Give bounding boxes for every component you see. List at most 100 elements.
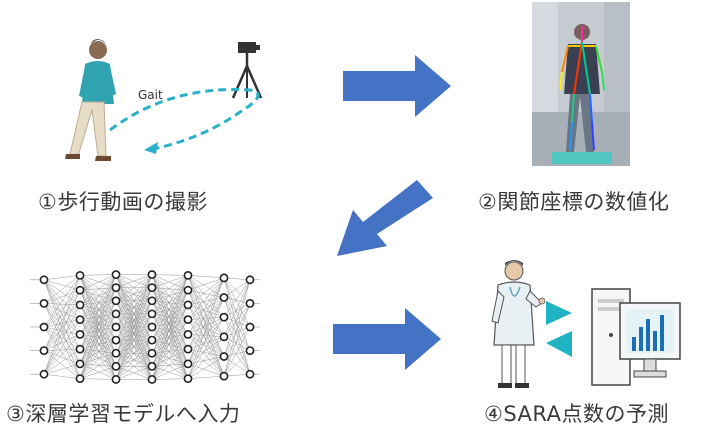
nn-edge	[151, 304, 189, 367]
nn-edge	[79, 326, 117, 365]
nn-edge	[79, 287, 117, 350]
nn-edge	[187, 297, 225, 350]
nn-edge	[79, 274, 117, 291]
nn-edge	[79, 313, 117, 335]
arrow-step3-to-step4	[333, 308, 441, 370]
nn-node	[219, 352, 229, 361]
nn-edge	[79, 287, 117, 320]
nn-edge	[223, 297, 251, 328]
nn-edge	[151, 313, 189, 320]
nn-edge	[79, 287, 117, 364]
nn-node	[111, 296, 121, 306]
nn-edge	[151, 304, 189, 328]
nn-edge	[79, 287, 117, 291]
nn-node	[183, 300, 193, 310]
nn-edge	[79, 348, 117, 380]
nn-edge	[223, 279, 251, 337]
nn-edge	[43, 363, 81, 375]
nn-edge	[43, 275, 81, 375]
nn-edge	[187, 334, 225, 338]
nn-node	[219, 273, 229, 283]
nn-edge	[187, 348, 225, 357]
teal-triangles-icon	[546, 301, 572, 357]
nn-edge	[187, 289, 225, 318]
nn-edge	[151, 339, 189, 379]
nn-edge	[115, 339, 153, 380]
nn-node	[219, 332, 229, 342]
nn-edge	[79, 326, 117, 379]
nn-edge	[43, 304, 81, 375]
step2-label: ②関節座標の数値化	[478, 190, 670, 214]
nn-edge	[79, 348, 117, 367]
nn-edge	[187, 356, 225, 365]
nn-edge	[79, 289, 117, 315]
nn-edge	[151, 290, 189, 354]
nn-edge	[79, 289, 117, 302]
nn-edge	[115, 274, 153, 301]
nn-edge	[43, 348, 81, 351]
nn-edge	[43, 303, 81, 365]
nn-node	[111, 335, 121, 345]
nn-edge	[187, 297, 225, 335]
nn-edge	[43, 279, 81, 350]
nn-edge	[43, 279, 81, 379]
nn-edge	[187, 316, 225, 335]
nn-edge	[187, 277, 225, 379]
nn-edge	[187, 336, 225, 350]
nn-edge	[223, 350, 251, 377]
nn-edge	[187, 297, 225, 364]
nn-edge	[43, 275, 81, 351]
nn-edge	[187, 275, 225, 318]
nn-edge	[115, 274, 153, 367]
nn-edge	[115, 326, 153, 380]
nn-node	[111, 348, 121, 358]
nn-edge	[151, 334, 189, 341]
nn-edge	[151, 274, 189, 320]
nn-edge	[151, 274, 189, 276]
nn-node	[147, 361, 157, 371]
nn-edge	[115, 366, 153, 380]
nn-edge	[151, 334, 189, 367]
nn-edge	[151, 275, 189, 328]
nn-edge	[43, 279, 81, 306]
nn-node	[75, 329, 85, 339]
nn-edge	[151, 300, 189, 335]
nn-edge	[79, 274, 117, 379]
nn-edge	[151, 353, 189, 379]
nn-node	[75, 270, 85, 280]
nn-edge	[43, 326, 81, 335]
nn-edge	[151, 319, 189, 380]
nn-edge	[151, 274, 189, 335]
nn-node	[39, 275, 49, 285]
nn-node	[183, 315, 193, 325]
nn-edge	[151, 274, 189, 379]
nn-edge	[151, 378, 189, 380]
nn-edge	[79, 275, 117, 288]
nn-edge	[79, 275, 117, 367]
nn-edge	[151, 274, 189, 291]
nn-edge	[79, 287, 117, 306]
nn-edge	[79, 287, 117, 379]
step4-label: ④SARA点数の予測	[484, 402, 670, 426]
nn-edge	[43, 289, 81, 328]
nn-node	[245, 322, 255, 332]
panel-sara-prediction	[480, 255, 690, 395]
nn-edge	[79, 366, 117, 379]
nn-edge	[79, 275, 117, 328]
nn-edge	[151, 300, 189, 306]
nn-edge	[115, 274, 153, 354]
nn-edge	[187, 348, 225, 377]
neural-network-diagram	[30, 270, 260, 384]
nn-edge	[151, 287, 189, 320]
nn-edge	[43, 326, 81, 365]
nn-edge	[151, 275, 189, 354]
nn-edge	[187, 275, 225, 298]
nn-node	[147, 322, 157, 332]
nn-edge	[79, 334, 117, 354]
nn-edge	[151, 326, 189, 350]
nn-edge	[79, 275, 117, 341]
nn-edge	[151, 352, 189, 365]
nn-node	[39, 322, 49, 332]
nn-edge	[151, 287, 189, 335]
nn-edge	[223, 303, 251, 357]
